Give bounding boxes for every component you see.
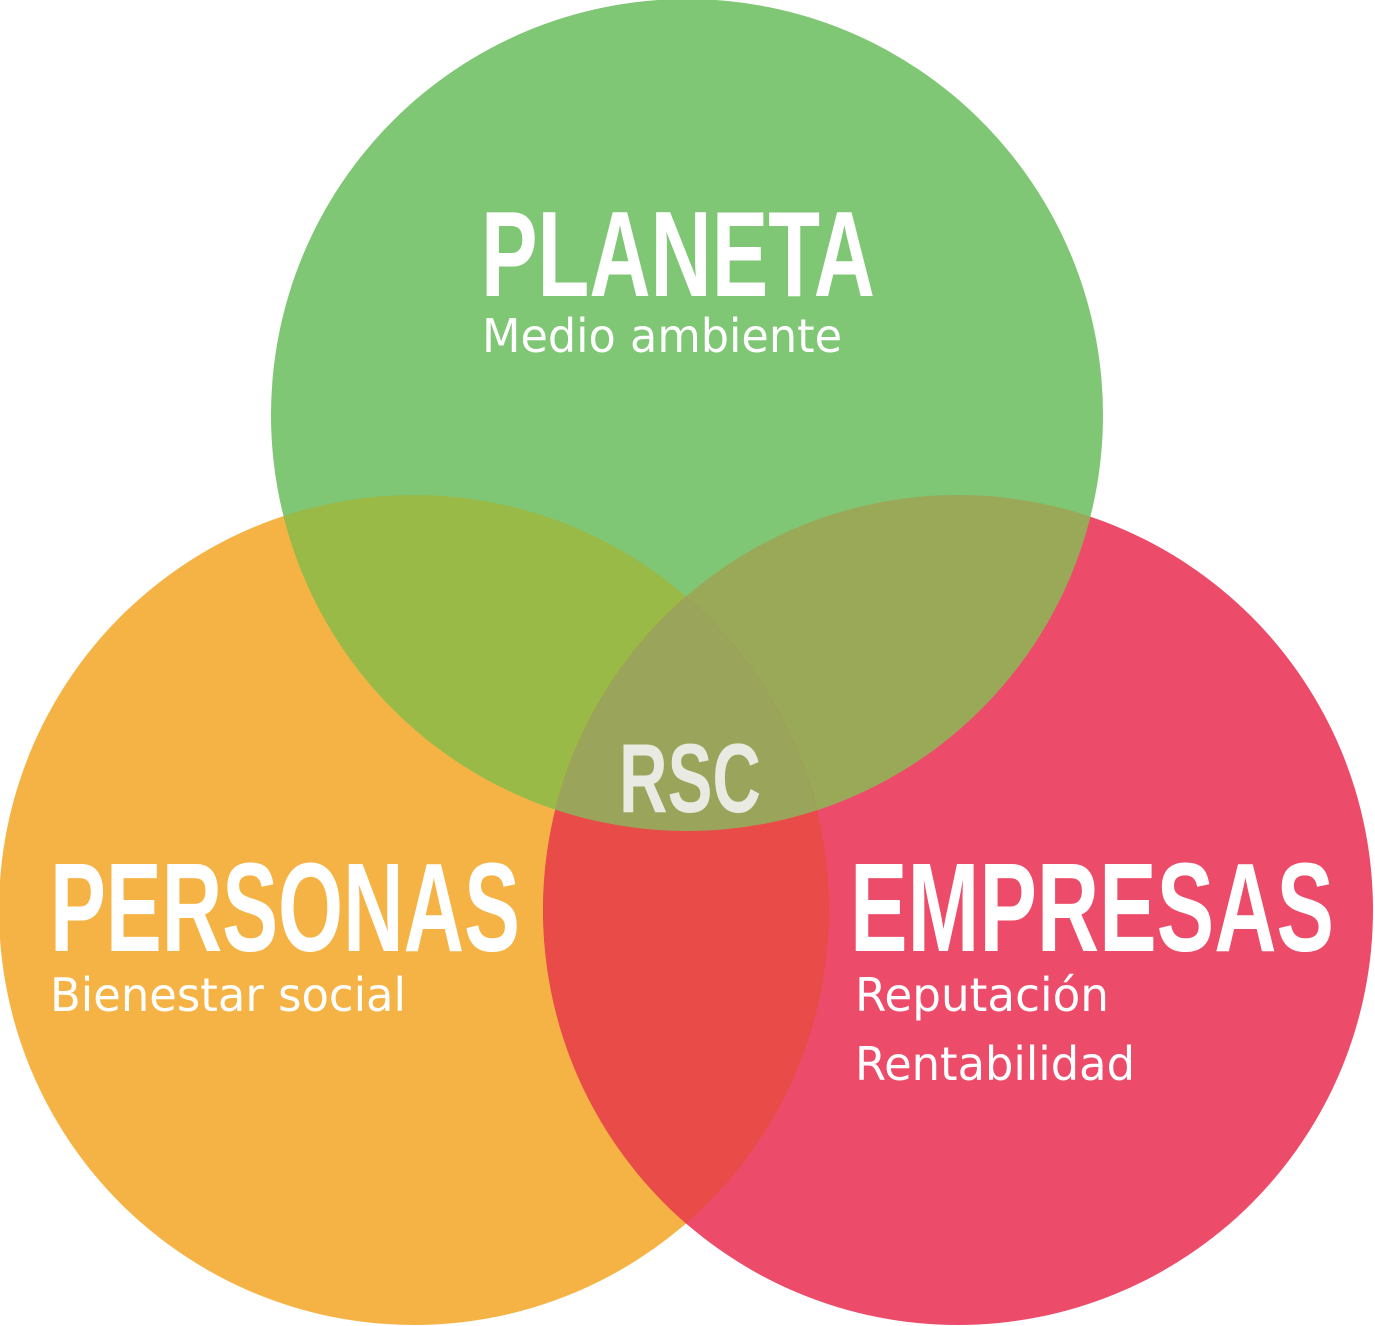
personas-subtitle: Bienestar social: [50, 968, 406, 1022]
empresas-title: EMPRESAS: [850, 837, 1334, 978]
planeta-subtitle: Medio ambiente: [482, 309, 842, 363]
center-overlap: [543, 495, 829, 831]
personas-title: PERSONAS: [50, 837, 520, 978]
empresas-subtitle-reputacion: Reputación: [855, 968, 1109, 1022]
planeta-title: PLANETA: [481, 186, 875, 322]
empresas-subtitle-rentabilidad: Rentabilidad: [855, 1037, 1135, 1091]
center-label: RSC: [619, 723, 761, 833]
